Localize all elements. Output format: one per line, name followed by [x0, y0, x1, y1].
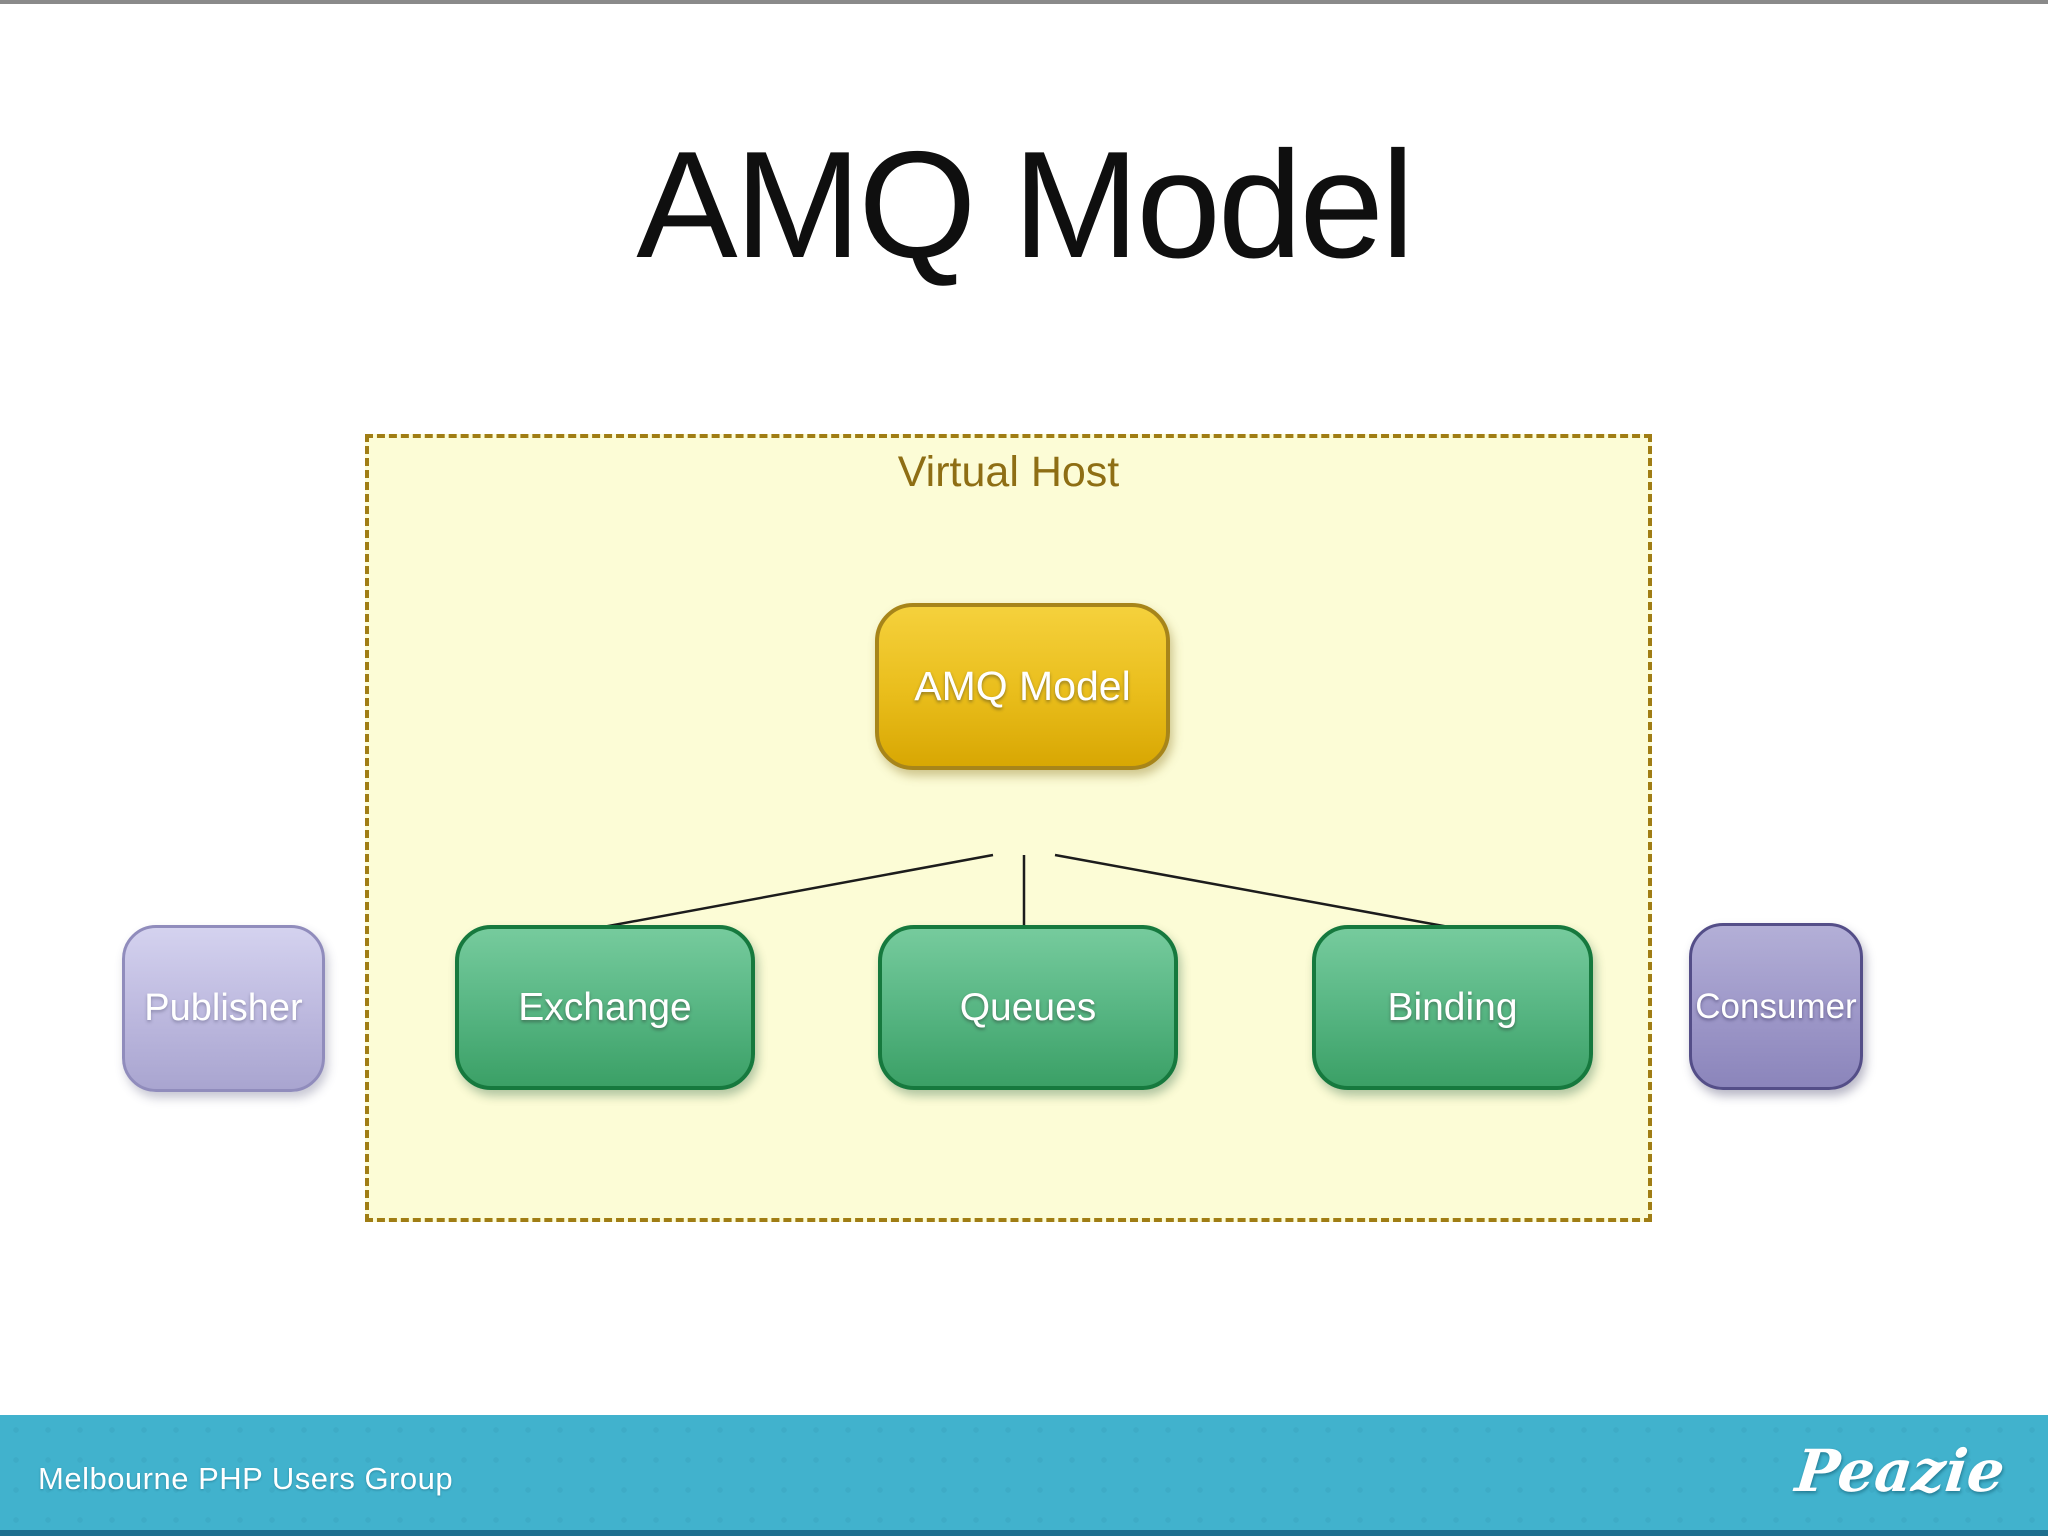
queues-node: Queues — [878, 925, 1178, 1090]
binding-node-label: Binding — [1387, 985, 1518, 1029]
amq-model-node: AMQ Model — [875, 603, 1170, 770]
footer-bar: Melbourne PHP Users Group Peazie — [0, 1415, 2048, 1536]
amq-model-node-label: AMQ Model — [914, 663, 1131, 709]
window-top-edge — [0, 0, 2048, 4]
queues-node-label: Queues — [959, 985, 1097, 1029]
virtual-host-label: Virtual Host — [897, 448, 1120, 496]
virtual-host-box — [365, 434, 1652, 1222]
consumer-node: Consumer — [1689, 923, 1863, 1090]
binding-node: Binding — [1312, 925, 1593, 1090]
exchange-node-label: Exchange — [518, 985, 692, 1029]
footer-group-name: Melbourne PHP Users Group — [38, 1461, 454, 1496]
publisher-node: Publisher — [122, 925, 325, 1092]
peazie-logo: Peazie — [1792, 1437, 2008, 1505]
publisher-node-label: Publisher — [144, 987, 303, 1029]
footer-accent-line — [0, 1530, 2048, 1536]
consumer-node-label: Consumer — [1695, 986, 1857, 1026]
exchange-node: Exchange — [455, 925, 755, 1090]
page-title: AMQ Model — [636, 120, 1414, 290]
